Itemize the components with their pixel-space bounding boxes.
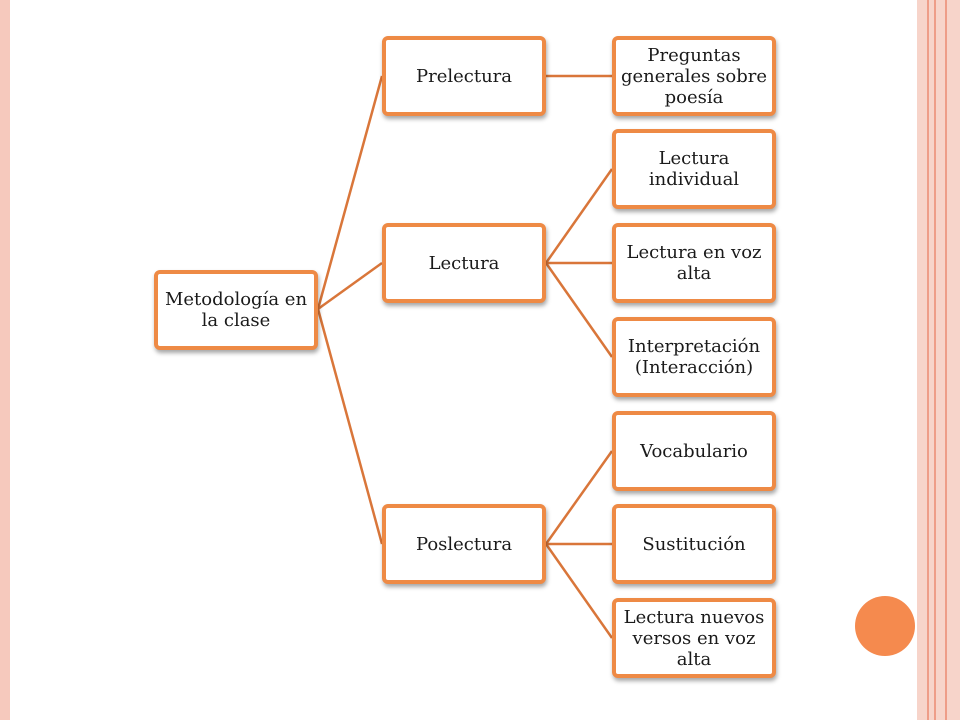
decorative-circle: [855, 596, 915, 656]
node-sustitucion: Sustitución: [612, 504, 776, 584]
connector-root-prelectura: [316, 75, 384, 310]
connector-root-lectura: [317, 261, 383, 311]
node-poslectura: Poslectura: [382, 504, 546, 584]
node-root: Metodología en la clase: [154, 270, 318, 350]
connector-poslectura-nuevos-versos: [544, 543, 614, 639]
frame-stripe: [945, 0, 947, 720]
node-lectura-individual: Lectura individual: [612, 129, 776, 209]
node-lectura: Lectura: [382, 223, 546, 303]
connector-root-poslectura: [316, 308, 384, 545]
connector-lectura-individual: [544, 168, 614, 264]
frame-stripe: [927, 0, 929, 720]
node-prelectura: Prelectura: [382, 36, 546, 116]
node-interpretacion: Interpretación (Interacción): [612, 317, 776, 397]
node-vocabulario: Vocabulario: [612, 411, 776, 491]
connector-poslectura-vocabulario: [544, 450, 614, 545]
node-nuevos-versos: Lectura nuevos versos en voz alta: [612, 598, 776, 678]
connector-lectura-interpretacion: [544, 262, 614, 358]
node-preguntas-generales: Preguntas generales sobre poesía: [612, 36, 776, 116]
right-frame-border: [917, 0, 960, 720]
node-lectura-voz-alta: Lectura en voz alta: [612, 223, 776, 303]
left-frame-border: [0, 0, 10, 720]
frame-stripe: [934, 0, 936, 720]
